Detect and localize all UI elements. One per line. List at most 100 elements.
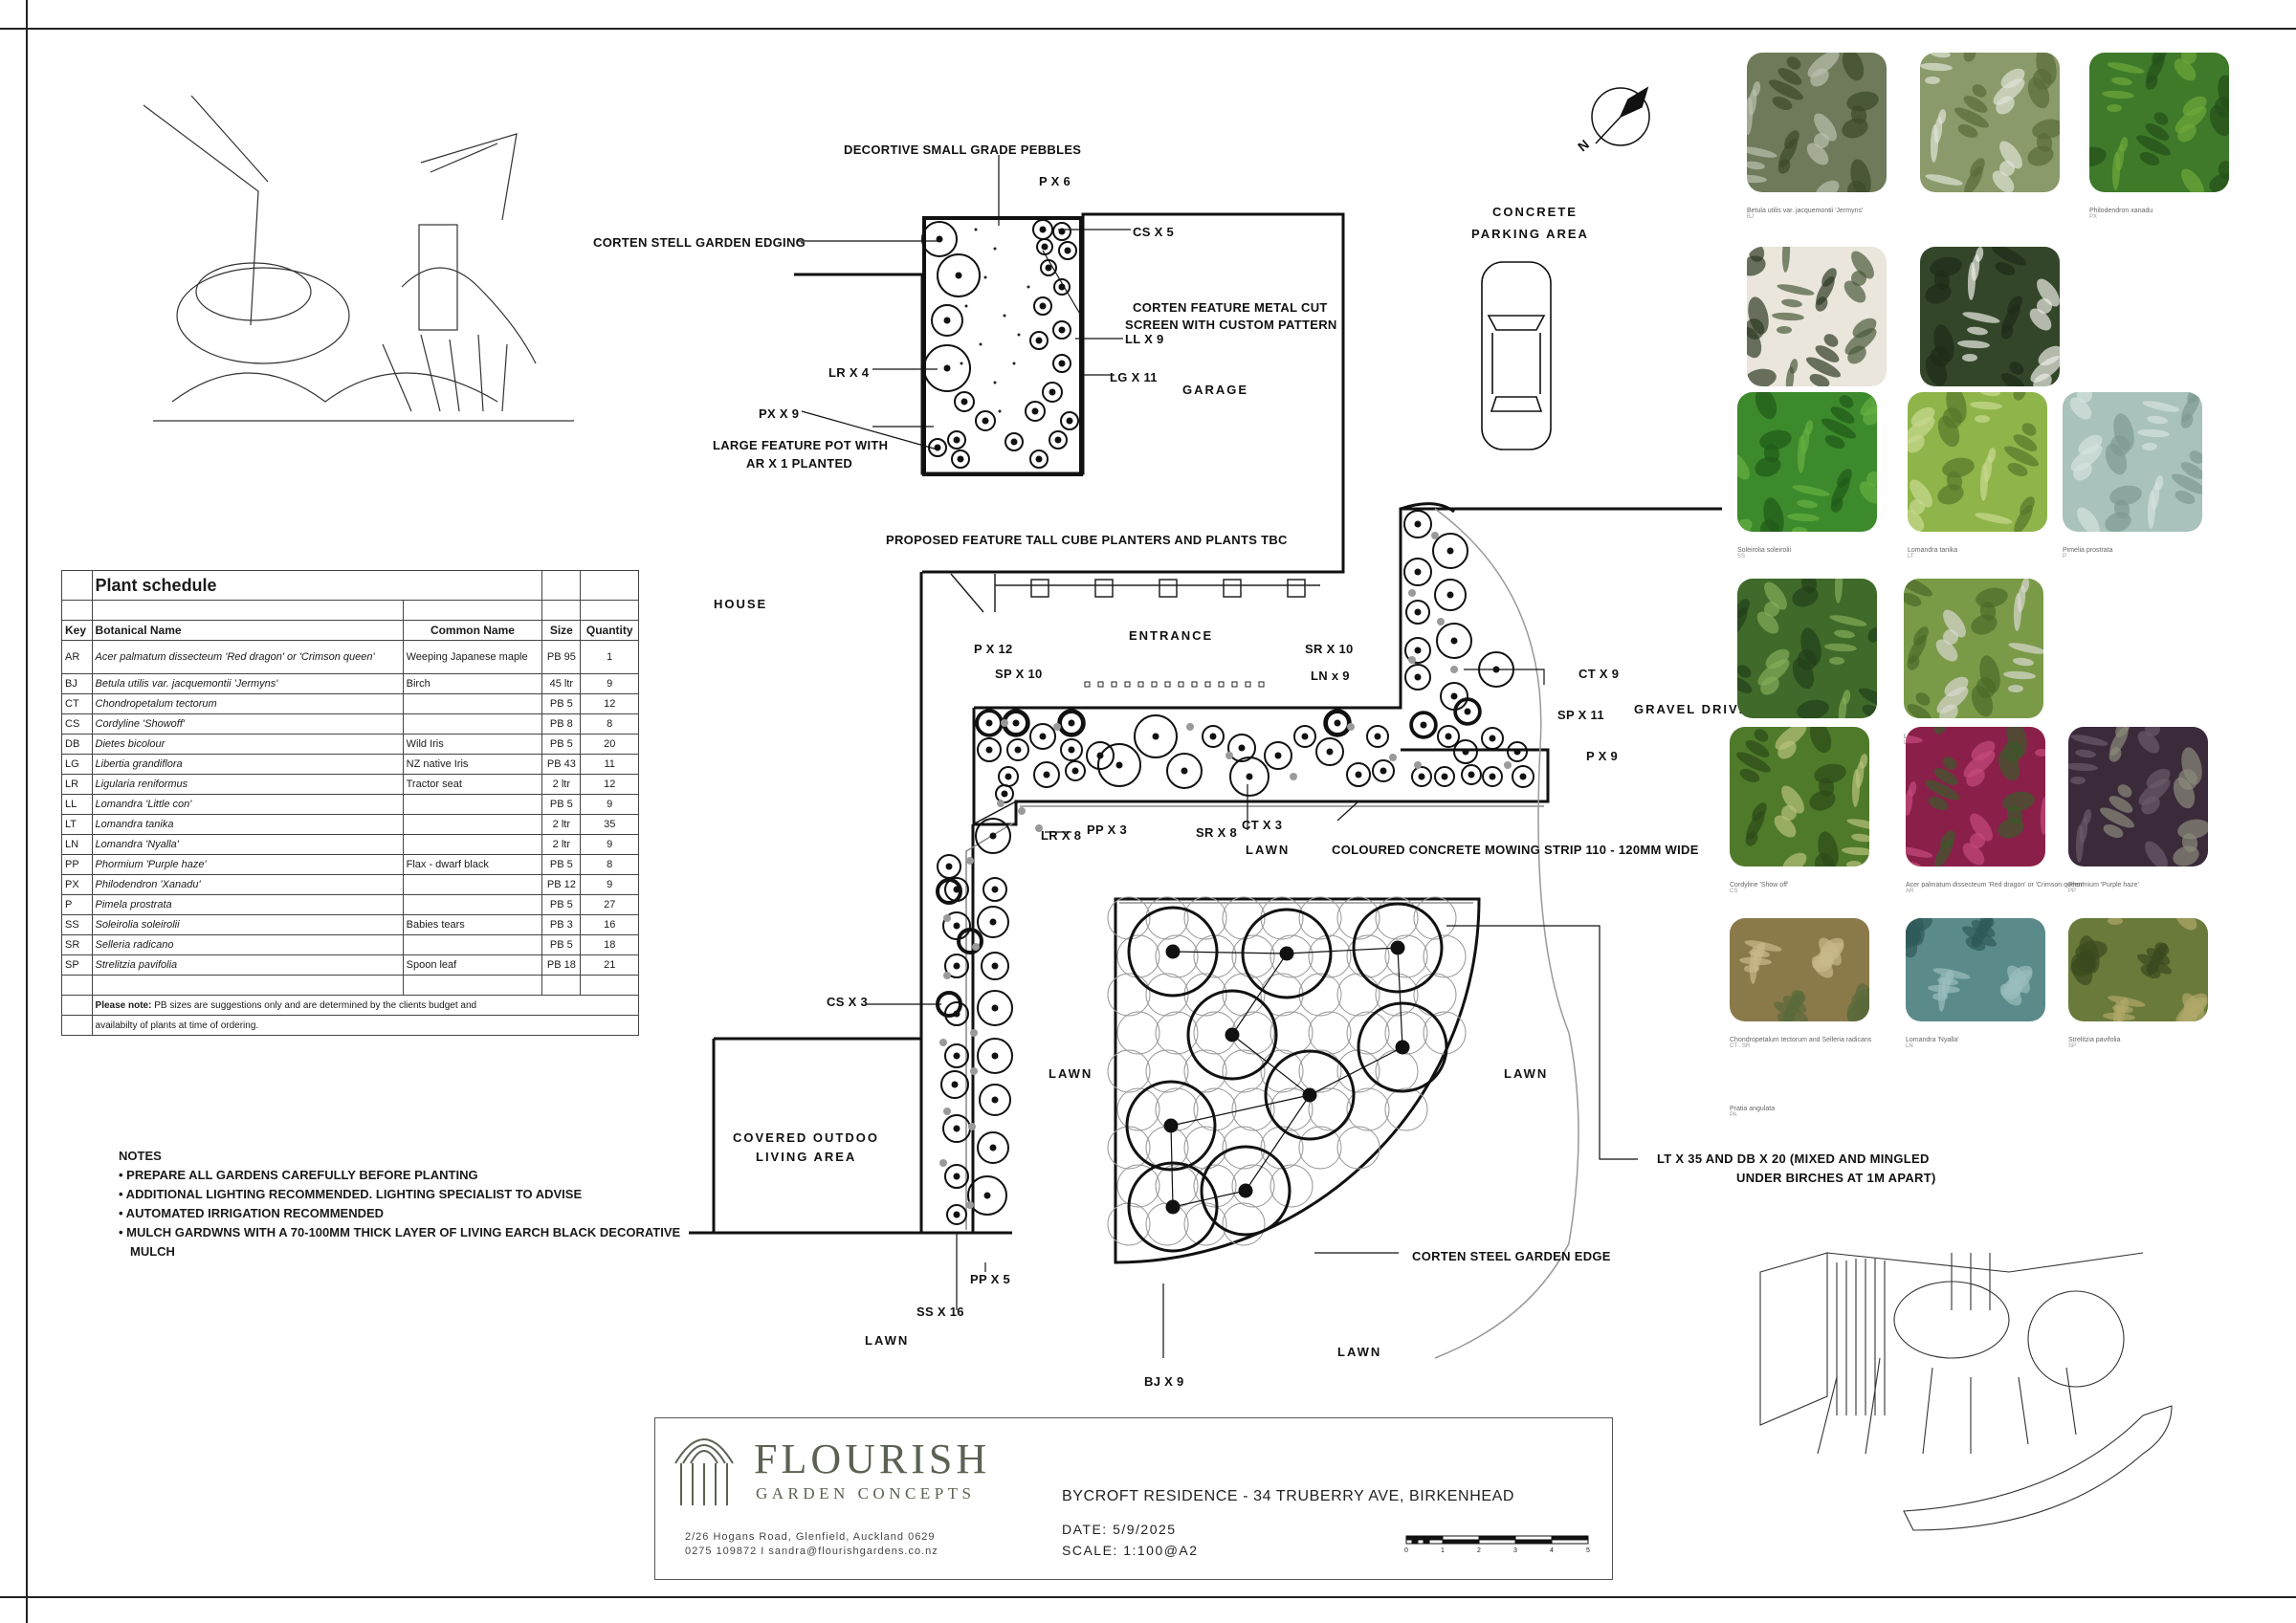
plant-symbol xyxy=(1057,709,1086,737)
note-item: MULCH xyxy=(130,1244,175,1259)
pebble-area xyxy=(960,228,1030,413)
plant-symbol xyxy=(1127,906,1219,998)
plant-caption-key: LN xyxy=(1906,1043,1913,1049)
plant-center xyxy=(991,962,999,970)
plant-center xyxy=(991,1096,999,1104)
scale-tick-label: 2 xyxy=(1477,1547,1481,1554)
birch-bed xyxy=(1114,897,1481,1264)
label-entrance: ENTRANCE xyxy=(1129,628,1214,643)
plant-center xyxy=(1039,302,1047,310)
note-item: • MULCH GARDWNS WITH A 70-100MM THICK LA… xyxy=(119,1225,681,1239)
plant-symbol xyxy=(975,818,1011,854)
label-corten-screen-1: CORTEN FEATURE METAL CUT xyxy=(1133,300,1328,315)
plant-symbol xyxy=(1155,1011,1199,1055)
plant-caption-key: PP xyxy=(2068,888,2077,894)
plant-center xyxy=(1054,436,1062,444)
note-text: PB sizes are suggestions only and are de… xyxy=(154,999,477,1011)
plant-symbol xyxy=(1434,766,1455,787)
plant-center xyxy=(945,863,953,870)
plant-center xyxy=(989,918,997,926)
cell-common: Flax - dwarf black xyxy=(402,854,543,875)
plant-photo-texture xyxy=(1747,53,1879,192)
plant-center xyxy=(1238,744,1246,752)
plant-center xyxy=(1066,417,1073,425)
company-phone-email: 0275 109872 I sandra@flourishgardens.co.… xyxy=(685,1546,938,1557)
cell-quantity: 12 xyxy=(580,774,639,795)
plant-symbol xyxy=(1231,1164,1275,1208)
schedule-title: Plant schedule xyxy=(91,570,543,601)
plant-center xyxy=(953,1173,960,1180)
upper-garden-bed xyxy=(794,212,1345,574)
plant-caption-key: BJ xyxy=(1747,214,1755,220)
plant-center xyxy=(1380,767,1387,775)
plant-symbol xyxy=(1326,712,1349,735)
plant-symbol xyxy=(1346,1011,1390,1055)
plant-symbol xyxy=(1052,320,1071,340)
cell-botanical: Phormium 'Purple haze' xyxy=(91,854,404,875)
plant-caption: Phormium 'Purple haze'PP xyxy=(2068,882,2139,894)
plant-symbol xyxy=(1006,738,1029,761)
covered-outdoor-living xyxy=(689,1037,921,1235)
plant-photo-texture xyxy=(1908,392,2040,532)
plant-photo xyxy=(1737,392,1877,532)
plant-caption-text: Betula utilis var. jacquemontii 'Jermyns… xyxy=(1747,208,1864,214)
plant-center xyxy=(1004,773,1012,780)
header-quantity: Quantity xyxy=(580,620,639,641)
cell-botanical: Philodendron 'Xanadu' xyxy=(91,874,404,895)
cell-common xyxy=(402,814,543,835)
label-px9-top: PX X 9 xyxy=(759,406,800,421)
project-scale: SCALE: 1:100@A2 xyxy=(1062,1543,1199,1558)
plant-center xyxy=(1068,746,1075,754)
plant-center xyxy=(943,364,951,372)
plant-symbol xyxy=(1375,896,1419,940)
plant-symbol xyxy=(1116,934,1160,978)
groundcover-dot xyxy=(1290,773,1297,780)
cell-botanical: Strelitzia pavifolia xyxy=(91,954,404,976)
schedule-note: Please note: PB sizes are suggestions on… xyxy=(91,995,640,1016)
plant-symbol xyxy=(1336,1126,1380,1170)
schedule-header-row: Key Botanical Name Common Name Size Quan… xyxy=(61,620,639,641)
cell-common: Spoon leaf xyxy=(402,954,543,976)
groundcover-dot xyxy=(939,1159,947,1167)
plant-center xyxy=(1301,733,1309,740)
plant-center xyxy=(985,746,993,754)
plant-symbol xyxy=(1260,1126,1304,1170)
plant-center xyxy=(1035,337,1043,344)
cell-common xyxy=(402,693,543,714)
plant-photo-texture xyxy=(1925,247,2060,386)
plant-symbol xyxy=(1116,1087,1160,1131)
cell-botanical: Selleria radicano xyxy=(91,934,404,955)
plant-center xyxy=(1355,771,1362,779)
plant-center xyxy=(1035,455,1043,463)
plant-symbol xyxy=(1183,1049,1227,1093)
plant-photo xyxy=(1737,579,1877,718)
plant-photo xyxy=(1747,247,1887,386)
plant-symbol xyxy=(1058,241,1077,260)
cell-quantity: 11 xyxy=(580,754,639,775)
plant-caption-key: CT . SR xyxy=(1730,1043,1751,1049)
plant-center xyxy=(936,235,943,243)
plant-symbol xyxy=(1264,1049,1356,1141)
schedule-note-2: availabilty of plants at time of orderin… xyxy=(91,1015,640,1036)
plant-symbol xyxy=(1060,738,1083,761)
label-corten-screen-2: SCREEN WITH CUSTOM PATTERN xyxy=(1125,318,1337,332)
cell-size: 45 ltr xyxy=(541,673,582,694)
plant-symbol xyxy=(1052,354,1071,373)
plant-link xyxy=(1231,953,1288,1036)
main-garden-bed xyxy=(919,507,1722,1235)
label-bj9: BJ X 9 xyxy=(1144,1374,1184,1389)
cell-key: DB xyxy=(61,734,93,755)
plant-symbol xyxy=(1453,739,1478,764)
groundcover-dot xyxy=(966,857,974,865)
label-sp11: SP X 11 xyxy=(1557,708,1604,722)
plant-center xyxy=(1334,719,1341,727)
cell-size: PB 3 xyxy=(541,914,582,935)
plant-symbol xyxy=(1403,558,1432,586)
plant-photo xyxy=(1730,918,1869,1021)
plant-center xyxy=(991,1052,999,1060)
